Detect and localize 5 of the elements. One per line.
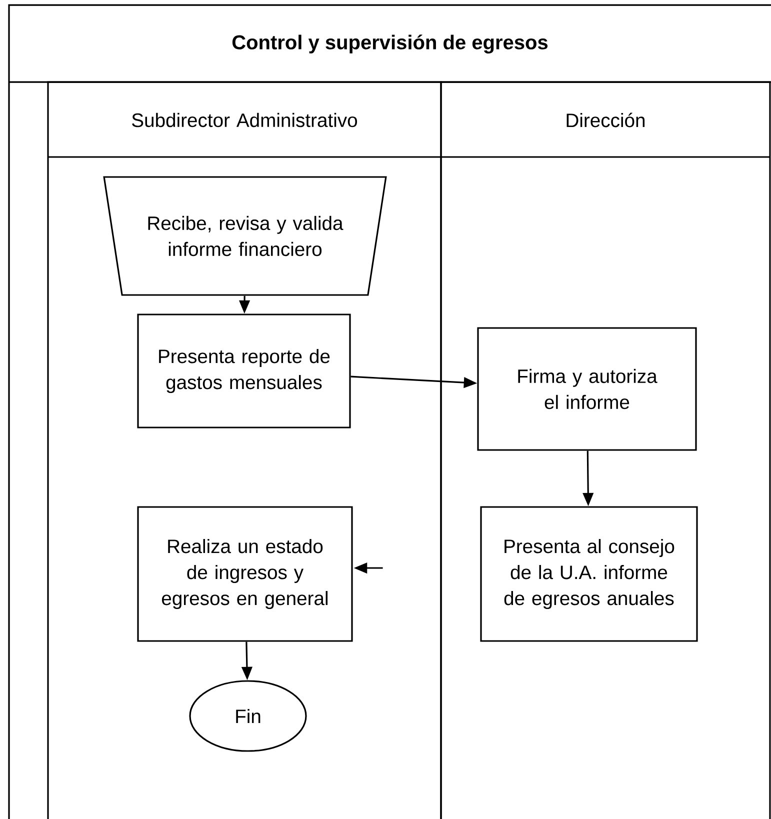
process-box: Presenta al consejo de la U.A. informe de egresos anuales: [480, 506, 698, 642]
process-box: Presenta reporte de gastos mensuales: [137, 314, 351, 428]
process-box: Firma y autoriza el informe: [477, 327, 697, 451]
process-box: Realiza un estado de ingresos y egresos en general: [137, 506, 353, 642]
title: Control y supervisión de egresos: [232, 34, 548, 54]
